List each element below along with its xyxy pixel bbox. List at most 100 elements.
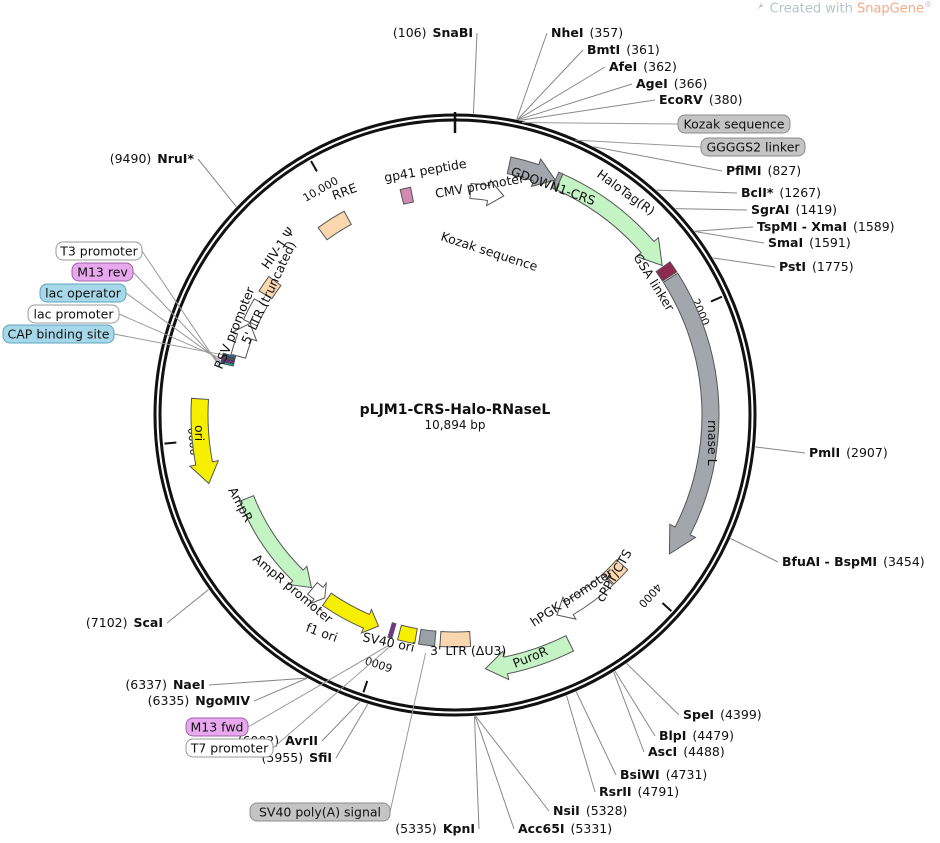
box-label-t7-promoter: T7 promoter <box>190 741 269 756</box>
box-lac-promoter <box>27 304 120 324</box>
site-leader-blpi <box>614 670 656 737</box>
site-position: (3454) <box>883 554 925 569</box>
site-label-ngomiv: (6335)NgoMIV <box>148 693 251 708</box>
tick-mark-2000 <box>710 295 723 303</box>
site-name: RsrII <box>599 784 632 799</box>
puror-arrow <box>484 635 575 681</box>
purple-site-mark <box>387 622 397 639</box>
site-leader-bcli <box>656 189 738 194</box>
ampr-arrow <box>238 495 313 589</box>
site-label-nrui: (9490)NruI* <box>110 151 195 166</box>
box-label-kozak-sequence: Kozak sequence <box>684 117 785 132</box>
site-label-nsii: NsiI(5328) <box>553 803 627 818</box>
hpgk-promoter-arrow <box>556 573 614 620</box>
site-leader-snabi <box>472 32 478 114</box>
site-leader-spei <box>626 663 680 716</box>
site-label-acc65i: Acc65I (5331) <box>518 821 612 836</box>
site-label-smai: SmaI(1591) <box>768 235 851 250</box>
site-name: ScaI <box>134 615 164 630</box>
site-leader-scai <box>166 589 209 624</box>
box-cap-binding-site <box>2 324 115 344</box>
watermark-mark: ® <box>924 0 932 9</box>
box-lac-operator <box>39 283 127 303</box>
box-label-m13-fwd: M13 fwd <box>190 720 243 735</box>
site-leader-pmli <box>755 446 806 454</box>
site-leader-naei <box>208 677 307 686</box>
gdown1-crs-arrow <box>506 156 557 188</box>
gp41-peptide-box <box>399 186 415 205</box>
site-position: (357) <box>590 25 624 40</box>
site-name: Acc65I <box>518 821 565 836</box>
ggggs2-linker-box <box>551 171 564 191</box>
site-name: BsiWI <box>620 767 660 782</box>
site-label-snabi: (106)SnaBI <box>393 25 473 40</box>
tick-mark-8000 <box>164 441 177 445</box>
site-leader-agei <box>518 83 633 121</box>
box-leader-t7-promoter <box>272 645 391 749</box>
snapgene-logo-icon <box>756 1 766 12</box>
box-kozak-sequence <box>677 114 791 134</box>
hiv1-psi-box <box>258 275 282 300</box>
site-name: AvrII <box>285 733 318 748</box>
box-label-m13-rev: M13 rev <box>77 265 128 280</box>
cppt-cts-box <box>602 559 629 585</box>
site-leader-bsiwi <box>575 691 617 776</box>
site-label-asci: AscI(4488) <box>648 744 725 759</box>
site-label-kpni: (5335)KpnI <box>395 821 475 836</box>
site-label-spei: SpeI(4399) <box>683 707 762 722</box>
site-name: PstI <box>779 259 806 274</box>
kozak-inner-label: Kozak sequence <box>439 229 540 275</box>
sv40-ori-box <box>397 624 418 645</box>
site-label-blpi: BlpI(4479) <box>659 728 734 743</box>
halotag-arrow <box>553 172 663 267</box>
rsv-promoter-arrow <box>230 322 258 359</box>
box-label-ggggs2-linker: GGGGS2 linker <box>706 140 800 155</box>
tick-mark-6000 <box>362 680 369 693</box>
lac-region-mark-3 <box>222 352 237 359</box>
site-position: (827) <box>768 163 802 178</box>
site-leader-tspmi-xmai <box>694 226 754 232</box>
rre-box <box>317 210 352 241</box>
box-leader-sv40-poly-a-signal <box>389 653 427 813</box>
box-leader-cap-binding-site <box>113 333 223 356</box>
box-ggggs2-linker <box>700 137 806 157</box>
site-position: (4791) <box>638 784 680 799</box>
box-t7-promoter <box>185 738 274 758</box>
site-label-psti: PstI (1775) <box>779 259 854 274</box>
site-leader-smai <box>694 230 765 244</box>
site-position: (4731) <box>666 767 708 782</box>
site-name: SfiI <box>309 750 332 765</box>
site-name: PmlI <box>809 445 840 460</box>
site-name: BclI* <box>741 185 774 200</box>
site-position: (361) <box>626 42 660 57</box>
box-leader-ggggs2-linker <box>575 139 702 148</box>
tick-mark-10000 <box>310 160 318 172</box>
lac-region-mark-1 <box>220 358 235 364</box>
site-name: SgrAI <box>751 202 789 217</box>
site-label-tspmi-xmai: TspMI - XmaI(1589) <box>757 219 895 234</box>
ori-arrow <box>188 397 220 485</box>
box-label-cap-binding-site: CAP binding site <box>8 327 110 342</box>
site-leader-lines <box>166 32 806 830</box>
box-leader-m13-rev <box>132 271 221 365</box>
site-label-scai: (7102)ScaI <box>86 615 163 630</box>
feature-group <box>188 156 720 681</box>
site-label-bmti: BmtI(361) <box>587 42 660 57</box>
site-label-afei: AfeI(362) <box>609 59 677 74</box>
site-name: SmaI <box>768 235 803 250</box>
box-m13-rev <box>71 262 134 282</box>
site-leader-sfii <box>335 703 369 759</box>
box-t3-promoter <box>55 241 143 261</box>
site-position: (9490) <box>110 151 152 166</box>
site-position: (366) <box>674 76 708 91</box>
site-name: NgoMIV <box>195 693 250 708</box>
site-position: (2907) <box>846 445 888 460</box>
plasmid-title: pLJM1-CRS-Halo-RNaseL <box>360 402 551 418</box>
site-position: (1775) <box>812 259 854 274</box>
site-position: (5331) <box>571 821 613 836</box>
box-leader-lac-operator <box>125 292 222 362</box>
lac-region-mark-0 <box>220 360 235 367</box>
site-leader-nhei <box>516 32 548 120</box>
site-position: (1419) <box>795 202 837 217</box>
